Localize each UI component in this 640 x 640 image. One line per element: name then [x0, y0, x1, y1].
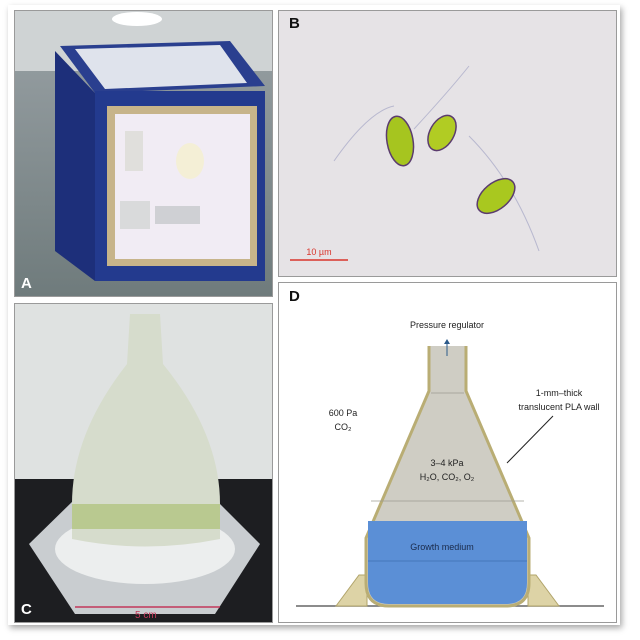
- panel-label-d: D: [289, 288, 300, 305]
- figure-frame: A 10 µm B 5 cm C: [8, 5, 620, 625]
- chamber-side: [55, 51, 95, 281]
- panel-c-photo-flask: 5 cm C: [14, 303, 273, 623]
- growth-medium-label: Growth medium: [410, 542, 474, 552]
- inside-gases-label: H₂O, CO₂, O₂: [420, 472, 475, 482]
- pressure-regulator-label: Pressure regulator: [410, 320, 484, 330]
- outside-gas-label: CO₂: [335, 422, 353, 432]
- scale-bar-label: 5 cm: [135, 610, 157, 621]
- outside-pressure-label: 600 Pa: [329, 408, 358, 418]
- panel-d-diagram: Pressure regulator 600 Pa CO₂ 3–4 kPa H₂…: [278, 282, 617, 623]
- flask-body: [72, 314, 220, 547]
- printed-flask-photo: [15, 304, 272, 622]
- wall-label-line1: 1-mm–thick: [536, 388, 583, 398]
- panel-label-a: A: [21, 275, 32, 292]
- algae-cell: [476, 177, 516, 215]
- wall-leader-line: [506, 415, 554, 464]
- scale-bar-label: 10 µm: [306, 247, 331, 257]
- panel-b-micrograph: 10 µm B: [278, 10, 617, 277]
- left-foot: [335, 574, 368, 607]
- wall-label-line2: translucent PLA wall: [518, 402, 599, 412]
- panel-label-c: C: [21, 601, 32, 618]
- inside-pressure-label: 3–4 kPa: [430, 458, 463, 468]
- algae-micrograph: 10 µm: [290, 65, 540, 261]
- panel-a-photo-chamber: A: [14, 10, 273, 297]
- flask-in-chamber: [176, 143, 204, 179]
- right-foot: [527, 574, 560, 607]
- panel-label-b: B: [289, 15, 300, 32]
- algae-cell: [427, 114, 457, 152]
- vacuum-chamber-photo: [15, 11, 272, 296]
- flask-cross-section-diagram: Pressure regulator 600 Pa CO₂ 3–4 kPa H₂…: [296, 320, 604, 608]
- growth-medium: [368, 521, 527, 604]
- algae-cell: [385, 115, 415, 167]
